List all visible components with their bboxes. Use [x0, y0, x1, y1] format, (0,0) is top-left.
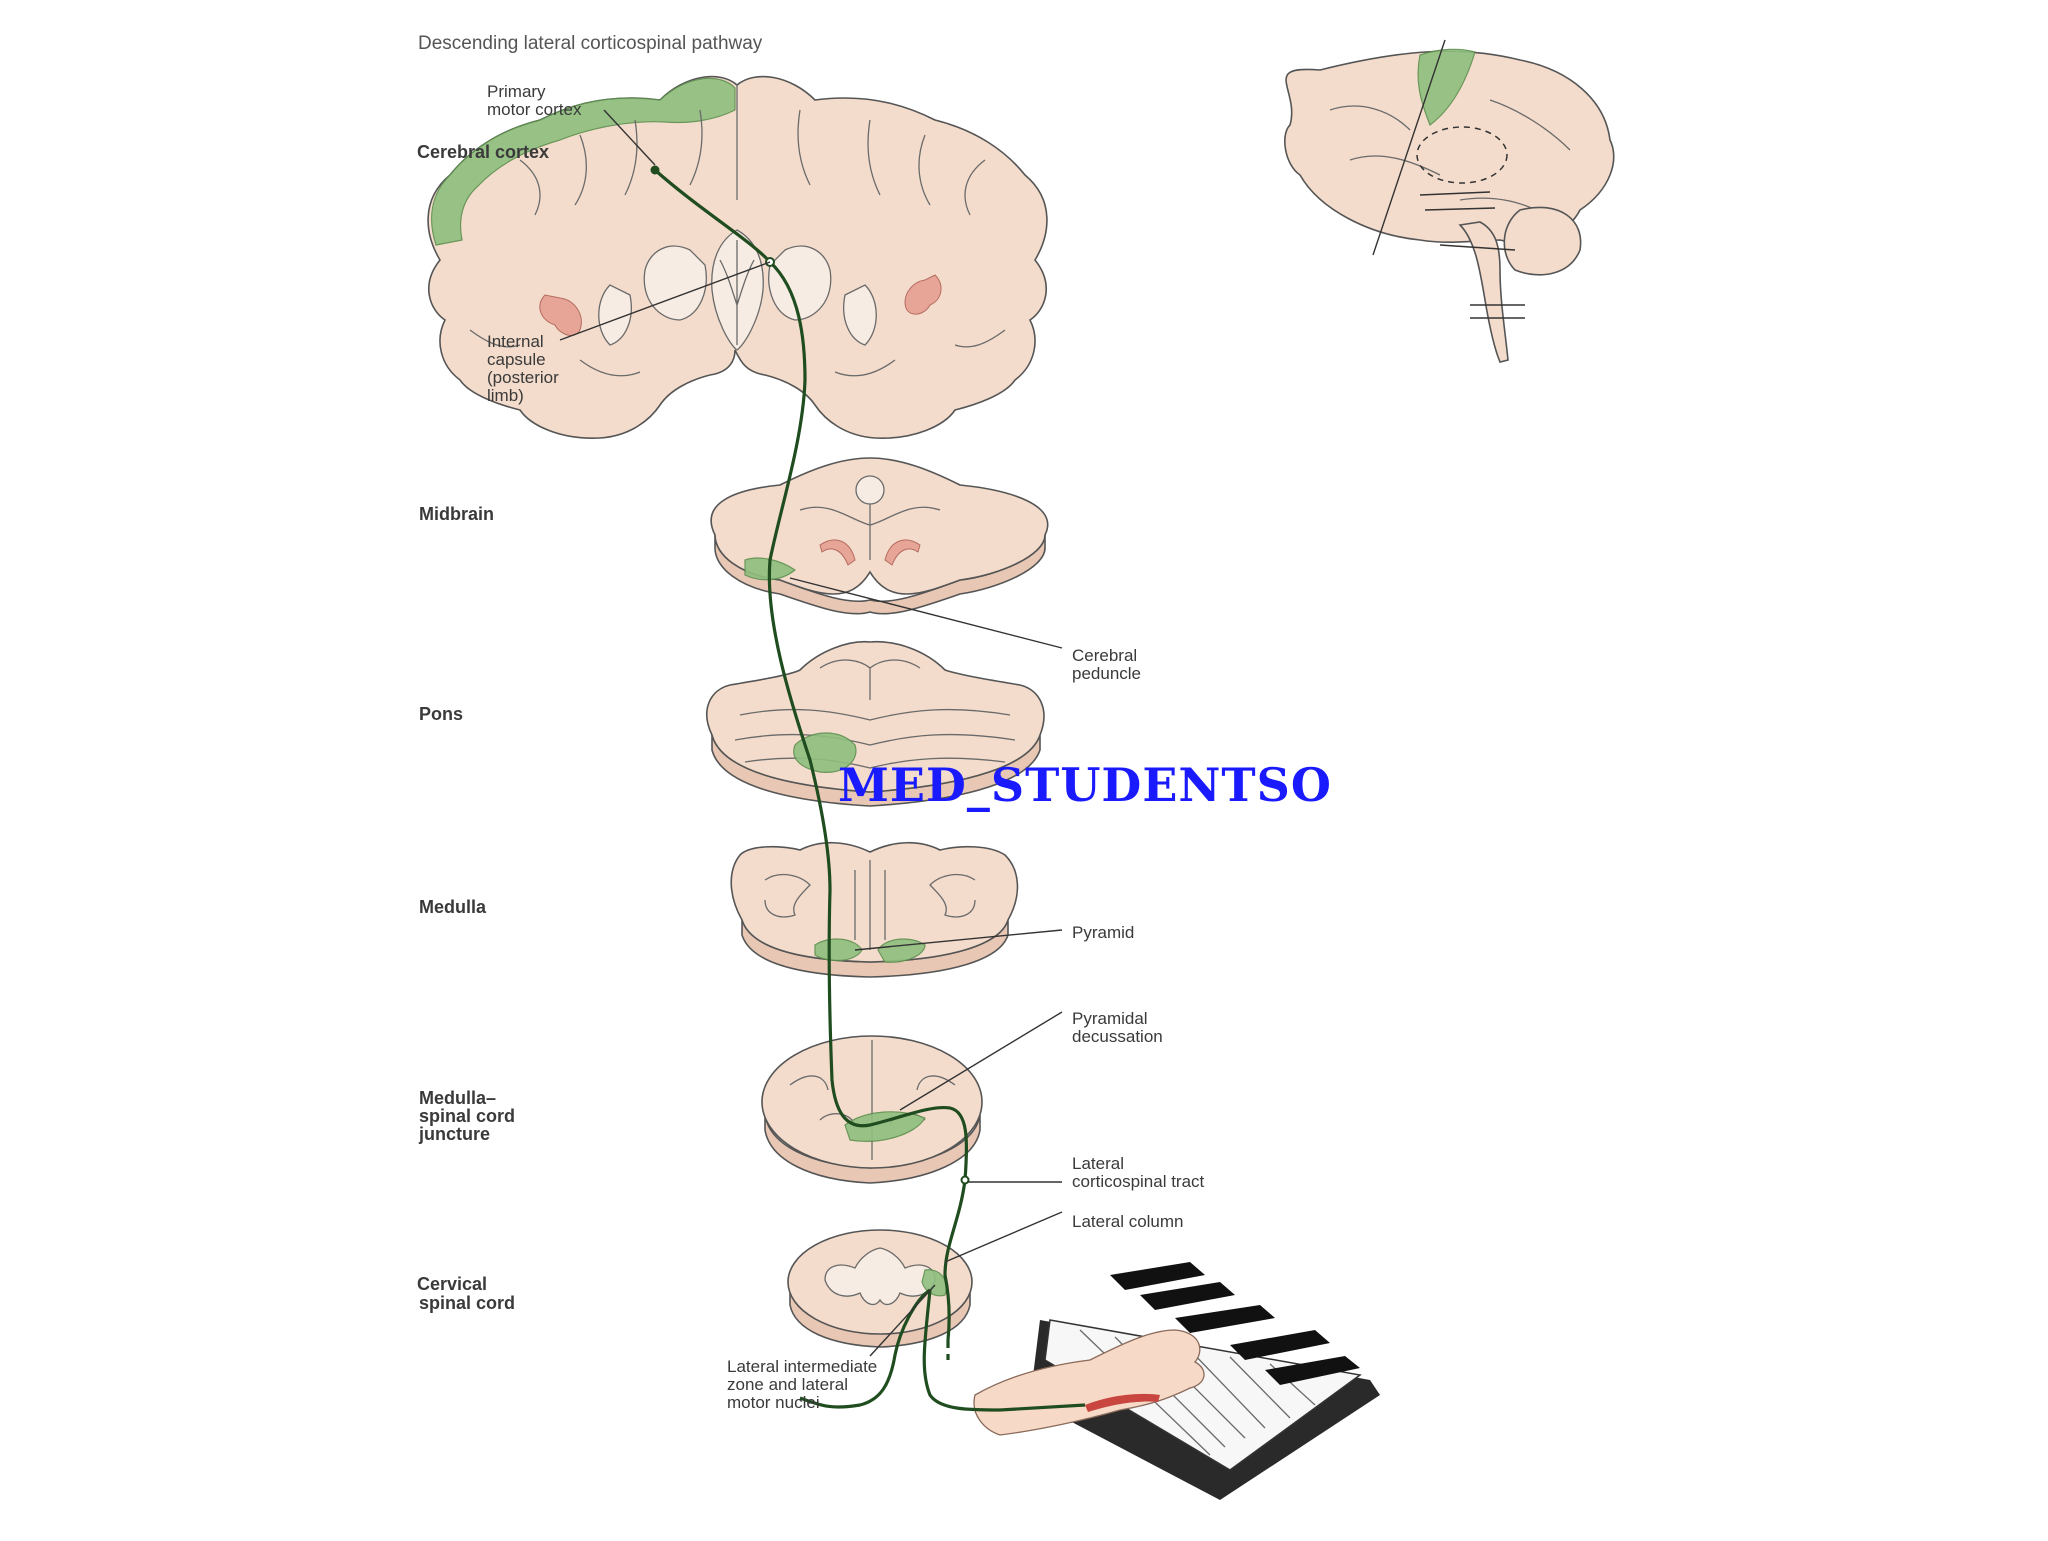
lateral-brain-view: [1284, 39, 1615, 363]
right-insula: [904, 274, 942, 315]
corticospinal-pathway: [650, 165, 1086, 1412]
piano-black-keys: [1110, 1262, 1360, 1385]
pons-section: [706, 640, 1045, 793]
left-insula: [539, 294, 582, 336]
decussation-region: [844, 1111, 926, 1142]
midbrain-section: [710, 457, 1049, 595]
left-putamen: [598, 284, 632, 346]
label-cerebral-peduncle-line2: peduncle: [1072, 664, 1141, 683]
label-lateral-intermediate-line3: motor nuclei: [727, 1393, 820, 1412]
label-lateral-column: Lateral column: [1072, 1212, 1184, 1231]
piano-hand-illustration: [973, 1262, 1380, 1500]
label-lateral-intermediate-line2: zone and lateral: [727, 1375, 848, 1394]
label-primary-motor-line2: motor cortex: [487, 100, 582, 119]
label-internal-capsule-line4: limb): [487, 386, 524, 405]
medulla-slab: [730, 841, 1019, 978]
left-thalamus: [643, 245, 707, 321]
label-juncture-line1: Medulla–: [419, 1088, 496, 1108]
label-cervical-line2: spinal cord: [419, 1293, 515, 1313]
primary-motor-cortex-region: [431, 77, 736, 246]
right-putamen: [843, 284, 877, 346]
label-midbrain: Midbrain: [419, 504, 494, 524]
hand-muscle: [1085, 1393, 1160, 1412]
right-thalamus: [768, 245, 832, 321]
juncture-slab: [761, 1035, 983, 1184]
label-pons: Pons: [419, 704, 463, 724]
structure-labels: Primary motor cortex Internal capsule (p…: [487, 82, 1205, 1412]
level-labels: Cerebral cortex Midbrain Pons Medulla Me…: [417, 142, 549, 1313]
medulla-section: [730, 841, 1019, 963]
label-cerebral-cortex: Cerebral cortex: [417, 142, 549, 162]
cervical-gray-matter: [824, 1247, 936, 1306]
leader-lines: [559, 109, 1063, 1357]
cervical-cord-slab: [787, 1229, 973, 1348]
label-internal-capsule-line3: (posterior: [487, 368, 559, 387]
right-red-nucleus: [884, 539, 921, 566]
label-pyramidal-decussation-line2: decussation: [1072, 1027, 1163, 1046]
diagram-title: Descending lateral corticospinal pathway: [418, 33, 763, 54]
pons-slab: [706, 640, 1045, 807]
label-medulla: Medulla: [419, 897, 487, 917]
label-lateral-cst-line1: Lateral: [1072, 1154, 1124, 1173]
label-cervical-line1: Cervical: [417, 1274, 487, 1294]
lateral-column-region: [921, 1269, 947, 1297]
lateral-cerebellum: [1503, 206, 1582, 276]
label-pyramid: Pyramid: [1072, 923, 1134, 942]
lateral-brainstem: [1458, 221, 1509, 363]
left-red-nucleus: [819, 539, 856, 566]
coronal-brain-section: [427, 75, 1048, 439]
lateral-motor-strip: [1417, 48, 1476, 126]
label-juncture-line3: juncture: [418, 1124, 490, 1144]
label-pyramidal-decussation-line1: Pyramidal: [1072, 1009, 1148, 1028]
label-internal-capsule-line2: capsule: [487, 350, 546, 369]
label-lateral-cst-line2: corticospinal tract: [1072, 1172, 1205, 1191]
watermark-text: MED_STUDENTSO: [838, 758, 1332, 812]
label-primary-motor-line1: Primary: [487, 82, 546, 101]
label-internal-capsule-line1: Internal: [487, 332, 544, 351]
label-lateral-intermediate-line1: Lateral intermediate: [727, 1357, 877, 1376]
label-juncture-line2: spinal cord: [419, 1106, 515, 1126]
label-cerebral-peduncle-line1: Cerebral: [1072, 646, 1137, 665]
midbrain-slab: [710, 457, 1049, 615]
